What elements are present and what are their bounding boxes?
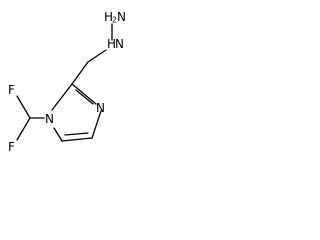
atom-ring-n1: N	[45, 112, 54, 126]
bond-c-f-bottom	[16, 117, 31, 141]
bond-group	[16, 23, 113, 142]
molecule-structure: H 2 N H N N N F F	[8, 10, 126, 154]
bond-n1-c2	[51, 83, 73, 111]
bond-c2-n3	[71, 83, 97, 105]
bond-n3-c4	[91, 110, 102, 139]
bond-c2-n3-double	[75, 89, 94, 105]
bond-c5-n1	[53, 127, 63, 142]
atom-f-bottom: F	[8, 140, 15, 154]
atom-labels: H 2 N H N N N F F	[8, 10, 126, 154]
bond-nh-ch2	[87, 49, 107, 63]
bond-ch2-c2	[71, 61, 89, 85]
atom-h2n-h: H	[104, 10, 113, 24]
atom-ring-n3: N	[96, 101, 105, 115]
atom-nh-h: H	[107, 37, 116, 51]
atom-nh-n: N	[115, 37, 124, 51]
atom-h2n-sub: 2	[112, 16, 117, 25]
bond-c-f-top	[16, 95, 31, 119]
bond-c4-c5-double	[64, 132, 89, 136]
atom-h2n-n: N	[117, 10, 126, 24]
atom-f-top: F	[8, 83, 15, 97]
bond-c4-c5	[61, 137, 93, 142]
